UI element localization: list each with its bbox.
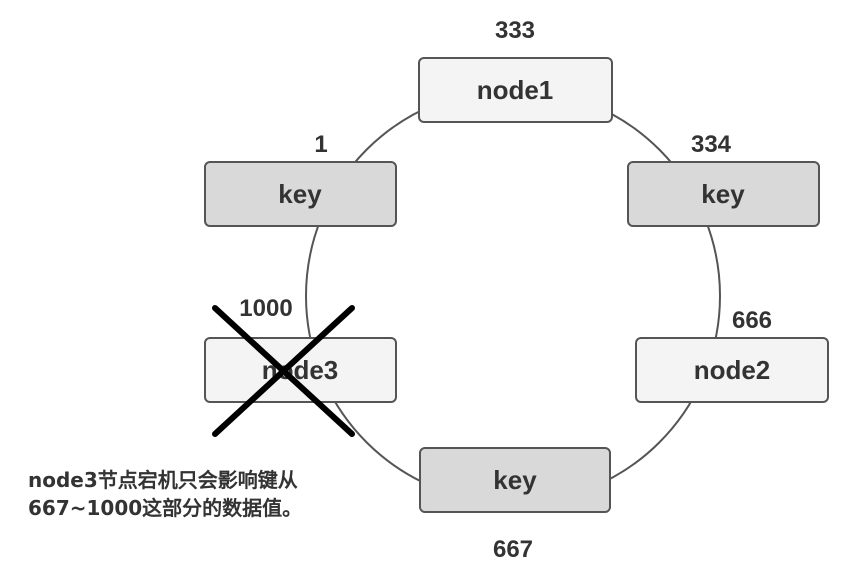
key-box-334: key [627,161,820,227]
key-label-667: key [493,465,537,495]
key-box-1: key [204,161,397,227]
caption-line-1: node3节点宕机只会影响键从 [28,468,298,492]
caption-line-2: 667~1000这部分的数据值。 [28,496,303,520]
node2-hash-value: 666 [732,307,772,334]
node3-hash-value: 1000 [239,295,292,322]
node2-box: node2 [635,337,829,403]
failure-cross-icon [212,305,355,437]
key-label-1: key [278,179,322,209]
node1-label: node1 [477,75,554,105]
node1-box: node1 [418,57,613,123]
hash-ring [305,88,721,504]
diagram-caption: node3节点宕机只会影响键从 667~1000这部分的数据值。 [28,466,368,522]
node3-box: node3 [204,337,397,403]
key-label-334: key [701,179,745,209]
key-hash-value-334: 334 [691,131,732,158]
key-box-667: key [419,447,611,513]
key-hash-value-1: 1 [314,131,327,158]
node2-label: node2 [694,355,771,385]
node1-hash-value: 333 [495,17,535,44]
key-hash-value-667: 667 [493,536,533,563]
